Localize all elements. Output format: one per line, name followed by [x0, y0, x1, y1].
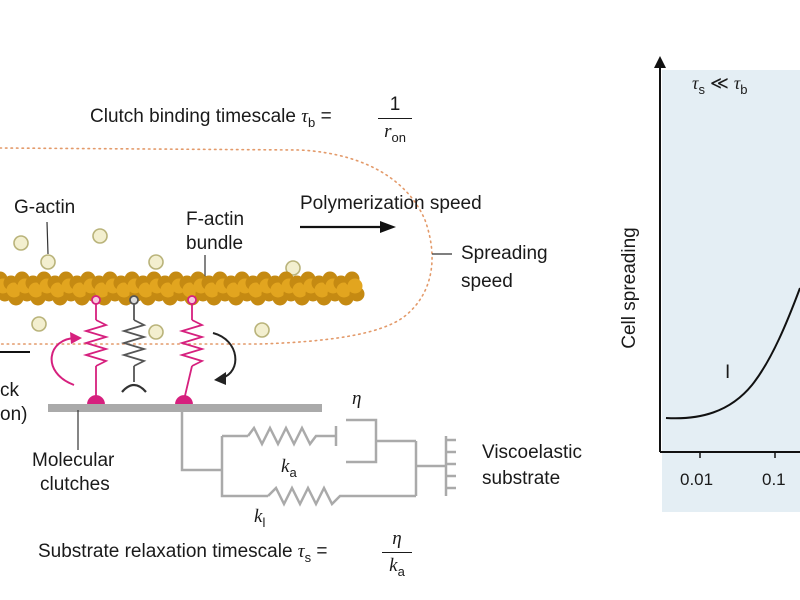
plot-y-axis-arrow: [654, 56, 666, 68]
regime-condition-label: τs ≪ τb: [692, 73, 748, 97]
substrate-relaxation-text: Substrate relaxation timescale: [38, 541, 293, 562]
eta-label: η: [352, 388, 362, 409]
r-symbol: r: [384, 121, 392, 142]
f-actin-bundle: [0, 271, 365, 306]
equals-sign: =: [316, 541, 328, 562]
g-actin-leader: [46, 221, 49, 255]
tau-s-subscript: s: [304, 550, 312, 565]
plot-x-tick-label: 0.01: [680, 470, 714, 489]
molecular-label: Molecular: [32, 450, 115, 471]
eta-numerator: η: [392, 528, 402, 549]
clutch-unbinding-arrowhead: [214, 372, 226, 385]
plot-background: [662, 70, 800, 512]
plot-y-axis-label: Cell spreading: [619, 227, 640, 349]
k-a-label: ka: [281, 456, 297, 480]
plot-regime-label: I: [725, 362, 731, 383]
clutch-spring-neutral: [120, 295, 148, 393]
plot-x-tick-label: 0.1: [762, 470, 786, 489]
substrate-relaxation-fraction: η ka: [382, 528, 412, 579]
speed-label: speed: [461, 271, 513, 292]
fraction-bar: [382, 552, 412, 553]
clutch-spring-1: [82, 295, 110, 405]
viscoelastic-label: Viscoelastic: [482, 442, 582, 463]
viscoelastic-network: [180, 410, 456, 507]
tau-symbol: τ: [301, 106, 309, 127]
tau-symbol: τ: [297, 541, 305, 562]
spreading-label: Spreading: [461, 243, 548, 264]
k-l-label: kl: [254, 506, 266, 530]
clutch-binding-arrowhead: [70, 332, 82, 344]
fraction-numerator: 1: [389, 94, 401, 115]
f-actin-bead: [347, 278, 363, 294]
tau-b-subscript: b: [308, 115, 316, 130]
clutch-binding-text: Clutch binding timescale: [90, 106, 296, 127]
polymerization-arrow-head: [380, 221, 396, 233]
clutch-spring-2: [175, 295, 206, 405]
k-symbol: k: [389, 555, 398, 576]
clutch-unbinding-arrow: [212, 332, 237, 379]
r-on-subscript: on: [391, 130, 406, 145]
equals-sign: =: [320, 106, 332, 127]
clutch-binding-fraction: 1 ron: [378, 94, 412, 145]
polymerization-speed-label: Polymerization speed: [300, 193, 482, 214]
g-actin-monomers: [13, 228, 301, 340]
clutches-label: clutches: [40, 474, 110, 495]
partial-label-ck: ck: [0, 380, 19, 401]
substrate-surface: [48, 404, 322, 412]
g-actin-label: G-actin: [14, 197, 76, 218]
clutch-binding-title: Clutch binding timescale τb =: [90, 106, 332, 130]
clutch-binding-arrow: [50, 337, 77, 386]
plot-spreading-curve: [665, 287, 800, 420]
substrate-relaxation-title: Substrate relaxation timescale τs =: [38, 541, 328, 565]
substrate-label: substrate: [482, 468, 561, 489]
fraction-bar: [378, 118, 412, 119]
partial-label-on: on): [0, 404, 28, 425]
f-actin-label: F-actin: [186, 209, 245, 230]
cell-membrane-outline: [0, 147, 433, 345]
bundle-label: bundle: [186, 233, 244, 254]
k-a-subscript: a: [397, 564, 405, 579]
